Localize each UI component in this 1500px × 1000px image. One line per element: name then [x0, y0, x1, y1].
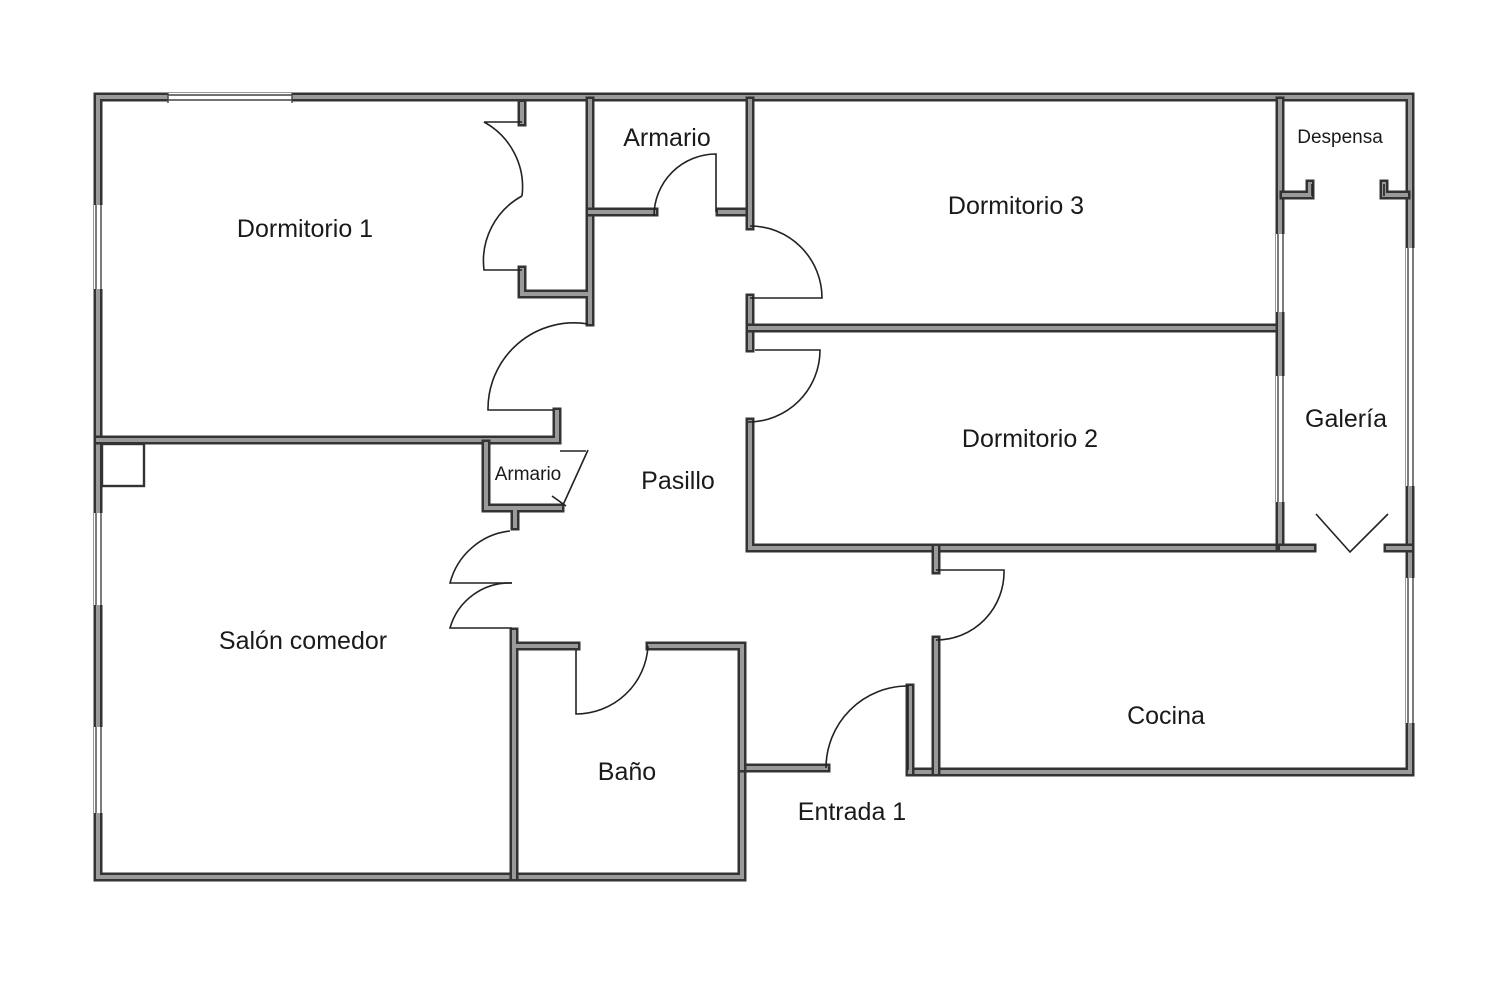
doors	[448, 121, 1389, 770]
window-left-salon-b	[94, 727, 103, 813]
wall-dorm1-east	[517, 96, 595, 327]
window-right-cocina	[1406, 578, 1415, 723]
door-bano	[575, 645, 649, 715]
door-armario-small	[551, 449, 589, 507]
door-cocina	[935, 569, 1005, 641]
label-bano: Baño	[598, 758, 656, 786]
window-top-dorm1	[168, 93, 292, 102]
label-armario-small: Armario	[495, 464, 562, 485]
door-entrada	[825, 685, 909, 770]
label-entrada-1: Entrada 1	[798, 798, 906, 826]
wall-cocina-west	[905, 543, 941, 777]
door-dorm1-armario-b	[482, 195, 523, 271]
wall-cocina-west-inner	[908, 546, 938, 774]
door-dorm1-armario	[483, 121, 524, 197]
wall-salon-bano	[509, 627, 747, 882]
window-left-dorm1	[94, 205, 103, 289]
door-dorm1-hall	[487, 322, 589, 411]
door-dorm3	[749, 225, 823, 299]
window-left-salon-a	[94, 513, 103, 605]
wall-dorm1-east-inner	[520, 99, 592, 324]
wall-dorm1-south-inner	[96, 410, 559, 442]
window-inner-galeria	[1276, 234, 1285, 312]
label-dormitorio-1: Dormitorio 1	[237, 215, 373, 243]
label-pasillo: Pasillo	[641, 467, 715, 495]
label-galeria: Galería	[1305, 405, 1387, 433]
door-salon-b	[448, 582, 513, 629]
door-salon-a	[448, 530, 512, 584]
windows	[94, 93, 1415, 813]
door-galeria	[1315, 513, 1389, 554]
label-dormitorio-3: Dormitorio 3	[948, 192, 1084, 220]
wall-dorm1-south	[93, 407, 562, 445]
door-dorm2	[747, 349, 821, 423]
label-cocina: Cocina	[1127, 702, 1205, 730]
wall-armario-small	[481, 439, 565, 531]
label-dormitorio-2: Dormitorio 2	[962, 425, 1098, 453]
walls	[93, 92, 1415, 882]
wall-armario-small-inner	[484, 442, 562, 528]
wall-salon-bano-inner	[512, 630, 744, 879]
wall-hall-east-inner	[748, 99, 1284, 550]
label-salon-comedor: Salón comedor	[219, 627, 387, 655]
door-armario-top	[653, 153, 717, 217]
column-salon	[100, 442, 146, 488]
room-labels: Dormitorio 1 Armario Dormitorio 3 Despen…	[219, 124, 1387, 826]
window-inner-galeria-b	[1276, 376, 1285, 502]
label-armario-top: Armario	[623, 124, 711, 152]
label-despensa: Despensa	[1297, 127, 1383, 148]
window-right-galeria	[1406, 248, 1415, 486]
